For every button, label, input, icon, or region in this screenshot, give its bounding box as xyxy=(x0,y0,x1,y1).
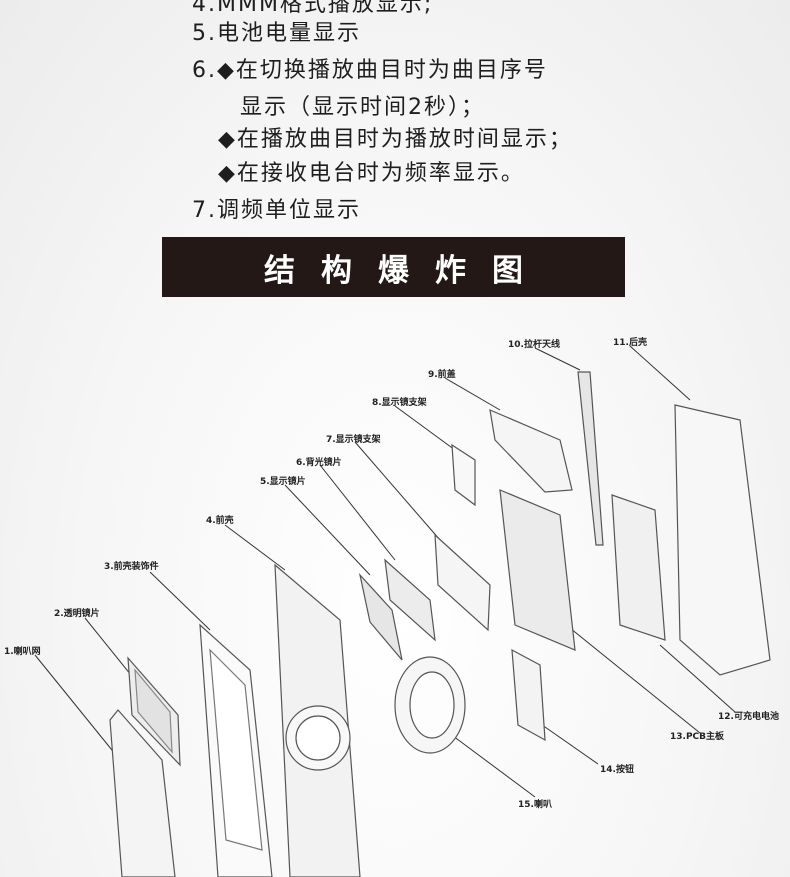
feature-item-5: 5.电池电量显示 xyxy=(192,21,361,46)
back-shell-part xyxy=(674,404,771,676)
feature-item-7: 7.调频单位显示 xyxy=(192,198,361,223)
display-bracket-b-part xyxy=(451,443,476,507)
exploded-view-diagram xyxy=(34,345,771,877)
callout-1-speaker-grille: 1.喇叭网 xyxy=(4,647,41,657)
display-lens-part xyxy=(358,572,403,661)
battery-part xyxy=(611,494,666,641)
feature-item-6-line4: ◆在接收电台时为频率显示。 xyxy=(218,161,525,186)
callout-3-front-trim: 3.前壳装饰件 xyxy=(104,562,159,572)
antenna-part xyxy=(577,371,604,546)
callout-11-back-shell: 11.后壳 xyxy=(613,338,647,348)
section-title: 结构爆炸图 xyxy=(264,252,549,289)
callout-5-display-lens: 5.显示镜片 xyxy=(260,477,306,487)
callout-8-display-bracket: 8.显示镜支架 xyxy=(372,398,427,408)
callout-12-battery: 12.可充电电池 xyxy=(718,712,779,722)
speaker-grille-part xyxy=(109,709,176,877)
callout-15-speaker: 15.喇叭 xyxy=(518,800,552,810)
front-cover-part xyxy=(489,409,573,493)
feature-item-6-line3: ◆在播放曲目时为播放时间显示； xyxy=(218,127,573,152)
callout-9-front-cover: 9.前盖 xyxy=(428,370,456,380)
feature-item-6-line2: 显示（显示时间2秒）； xyxy=(240,95,485,120)
pcb-part xyxy=(499,489,576,651)
buttons-part xyxy=(511,648,546,742)
feature-item-6-line1: 6.◆在切换播放曲目时为曲目序号 xyxy=(192,58,548,83)
feature-item-4: 4.MMM格式播放显示; xyxy=(192,0,434,17)
callout-2-transparent-lens: 2.透明镜片 xyxy=(54,609,100,619)
callout-4-front-shell: 4.前壳 xyxy=(206,516,234,526)
backlight-lens-part xyxy=(384,558,436,642)
callout-14-buttons: 14.按钮 xyxy=(600,765,634,775)
section-title-banner: 结构爆炸图 xyxy=(162,237,625,297)
display-bracket-a-part xyxy=(434,533,491,632)
callout-7-display-bracket: 7.显示镜支架 xyxy=(326,435,381,445)
callout-6-backlight-lens: 6.背光镜片 xyxy=(296,458,342,468)
callout-10-antenna: 10.拉杆天线 xyxy=(508,340,560,350)
callout-13-pcb: 13.PCB主板 xyxy=(670,732,725,742)
